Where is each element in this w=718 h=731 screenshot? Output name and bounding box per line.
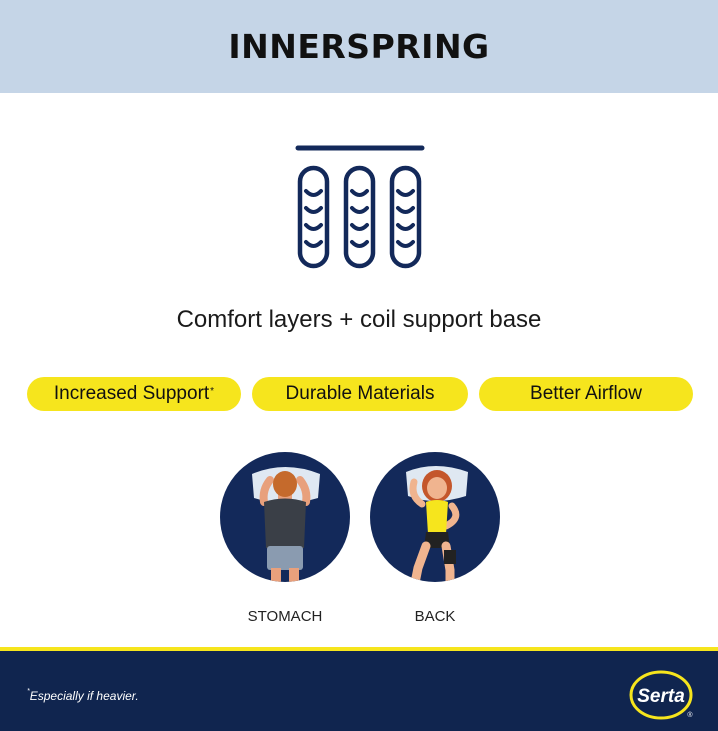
serta-logo: Serta ®	[629, 670, 693, 720]
benefit-increased-support: Increased Support*	[27, 377, 241, 411]
stomach-sleeper-icon	[220, 452, 350, 582]
footer	[0, 651, 718, 731]
benefit-durable-materials: Durable Materials	[252, 377, 468, 411]
position-label-back: BACK	[414, 608, 456, 625]
benefit-label: Better Airflow	[530, 383, 642, 404]
footnote: *Especially if heavier.	[27, 688, 139, 703]
footnote-text: Especially if heavier.	[29, 689, 139, 703]
header-banner: INNERSPRING	[0, 0, 718, 93]
position-label-stomach: STOMACH	[247, 608, 323, 625]
benefit-better-airflow: Better Airflow	[479, 377, 693, 411]
benefit-label: Durable Materials	[285, 383, 435, 404]
svg-text:®: ®	[687, 711, 693, 719]
footer-divider	[0, 647, 718, 651]
subtitle: Comfort layers + coil support base	[176, 306, 542, 333]
footnote-mark: *	[27, 688, 30, 695]
footnote-mark: *	[210, 385, 215, 397]
svg-text:Serta: Serta	[637, 686, 685, 707]
page-title: INNERSPRING	[228, 27, 490, 66]
benefit-label: Increased Support	[53, 383, 210, 404]
coil-springs-icon	[295, 145, 425, 269]
back-sleeper-icon	[370, 452, 500, 582]
